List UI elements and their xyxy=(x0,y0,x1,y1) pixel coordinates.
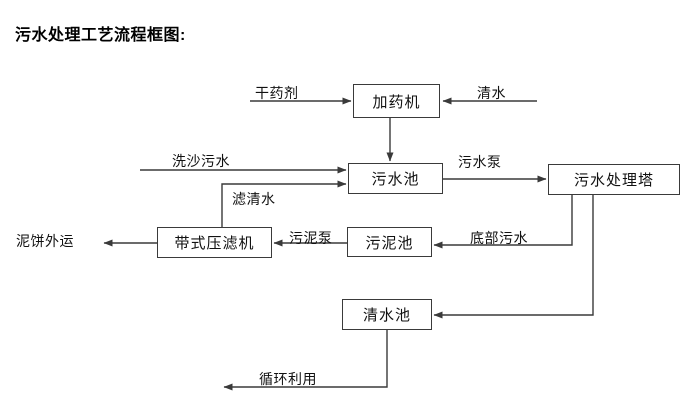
edge-tower-to-clear-water xyxy=(433,195,594,319)
node-treatment-tower[interactable]: 污水处理塔 xyxy=(548,164,680,195)
node-sludge-pool-label: 污泥池 xyxy=(365,234,414,252)
edge-recycle-reuse xyxy=(223,330,388,391)
edge-bottom-wastewater xyxy=(433,195,573,249)
edge-label-dry-reagent: 干药剂 xyxy=(255,85,299,101)
node-belt-filter-press-label: 带式压滤机 xyxy=(174,235,255,252)
edge-label-sludge-pump: 污泥泵 xyxy=(289,230,333,246)
edge-label-recycle-reuse: 循环利用 xyxy=(259,371,317,387)
edge-filtrate-water xyxy=(221,180,347,227)
node-clear-water-pool-label: 清水池 xyxy=(362,307,411,324)
edge-label-bottom-wastewater: 底部污水 xyxy=(470,230,528,246)
node-sludge-pool[interactable]: 污泥池 xyxy=(347,227,432,257)
node-dosing-machine[interactable]: 加药机 xyxy=(353,84,440,118)
page-title: 污水处理工艺流程框图: xyxy=(15,27,186,44)
node-wastewater-pool[interactable]: 污水池 xyxy=(348,163,443,194)
node-treatment-tower-label: 污水处理塔 xyxy=(573,172,654,189)
edge-label-filtrate-water: 滤清水 xyxy=(232,191,276,207)
edge-label-sand-wash-water: 洗沙污水 xyxy=(172,153,230,169)
edge-label-clean-water-in: 清水 xyxy=(477,85,506,101)
node-wastewater-pool-label: 污水池 xyxy=(371,171,420,188)
terminal-label-mud-cake-output: 泥饼外运 xyxy=(16,233,74,249)
node-clear-water-pool[interactable]: 清水池 xyxy=(342,299,432,330)
edge-label-wastewater-pump: 污水泵 xyxy=(458,154,502,170)
node-belt-filter-press[interactable]: 带式压滤机 xyxy=(157,227,272,258)
node-dosing-machine-label: 加药机 xyxy=(372,93,421,111)
